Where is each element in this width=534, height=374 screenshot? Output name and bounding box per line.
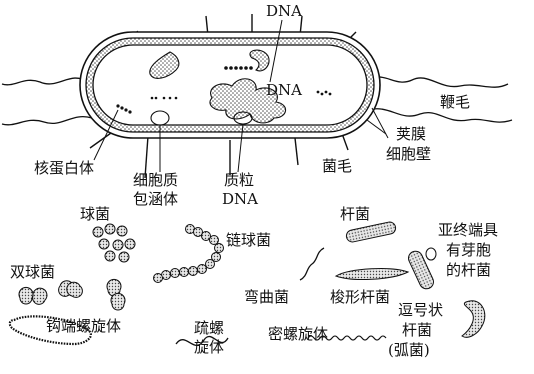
borrelia-label-2: 旋体 (194, 339, 224, 356)
bacillus-rod (345, 221, 396, 243)
spore-label-3: 的杆菌 (446, 262, 491, 279)
coccus-label: 球菌 (80, 206, 110, 223)
coccus-group (93, 224, 135, 262)
borrelia-label-1: 疏螺 (194, 320, 224, 337)
campylobacter-label: 弯曲菌 (244, 289, 289, 306)
plasmid-label-1: 质粒 (224, 172, 254, 189)
cell-wall-label: 细胞壁 (386, 146, 431, 163)
flagellum-right-top (365, 77, 508, 87)
diplococcus-label: 双球菌 (10, 264, 55, 281)
treponema-label: 密螺旋体 (268, 326, 328, 343)
comma-label-2: 杆菌 (402, 322, 432, 339)
inclusion-label-1: 细胞质 (133, 172, 178, 189)
capsule-label: 荚膜 (396, 126, 426, 143)
pilus-label: 菌毛 (322, 158, 352, 175)
vibrio-comma (462, 301, 485, 338)
flagellum-left-bottom (2, 117, 92, 125)
fusiform-rod (336, 269, 408, 280)
leptospira-label: 钩端螺旋体 (46, 318, 121, 335)
fusiform-label: 梭形杆菌 (330, 289, 390, 306)
diplococcus-pairs (19, 279, 125, 310)
spore-label-1: 亚终端具 (438, 222, 498, 239)
streptococcus-label: 链球菌 (226, 232, 271, 249)
flagellum-left-top (2, 78, 88, 85)
dna-label-top: DNA (266, 3, 302, 20)
comma-label-1: 逗号状 (398, 302, 443, 319)
spore-rod (406, 248, 436, 291)
dna-label-inner: DNA (266, 82, 302, 99)
ribosome-label: 核蛋白体 (34, 160, 94, 177)
streptococcus-chain (154, 225, 224, 283)
campylobacter-curve (300, 248, 324, 280)
bacillus-label: 杆菌 (340, 206, 370, 223)
plasmid-label-2: DNA (222, 191, 258, 208)
inclusion-label-2: 包涵体 (133, 191, 178, 208)
spore-label-2: 有芽胞 (446, 242, 491, 259)
flagellum-label: 鞭毛 (440, 94, 470, 111)
comma-label-3: (弧菌) (388, 342, 430, 359)
